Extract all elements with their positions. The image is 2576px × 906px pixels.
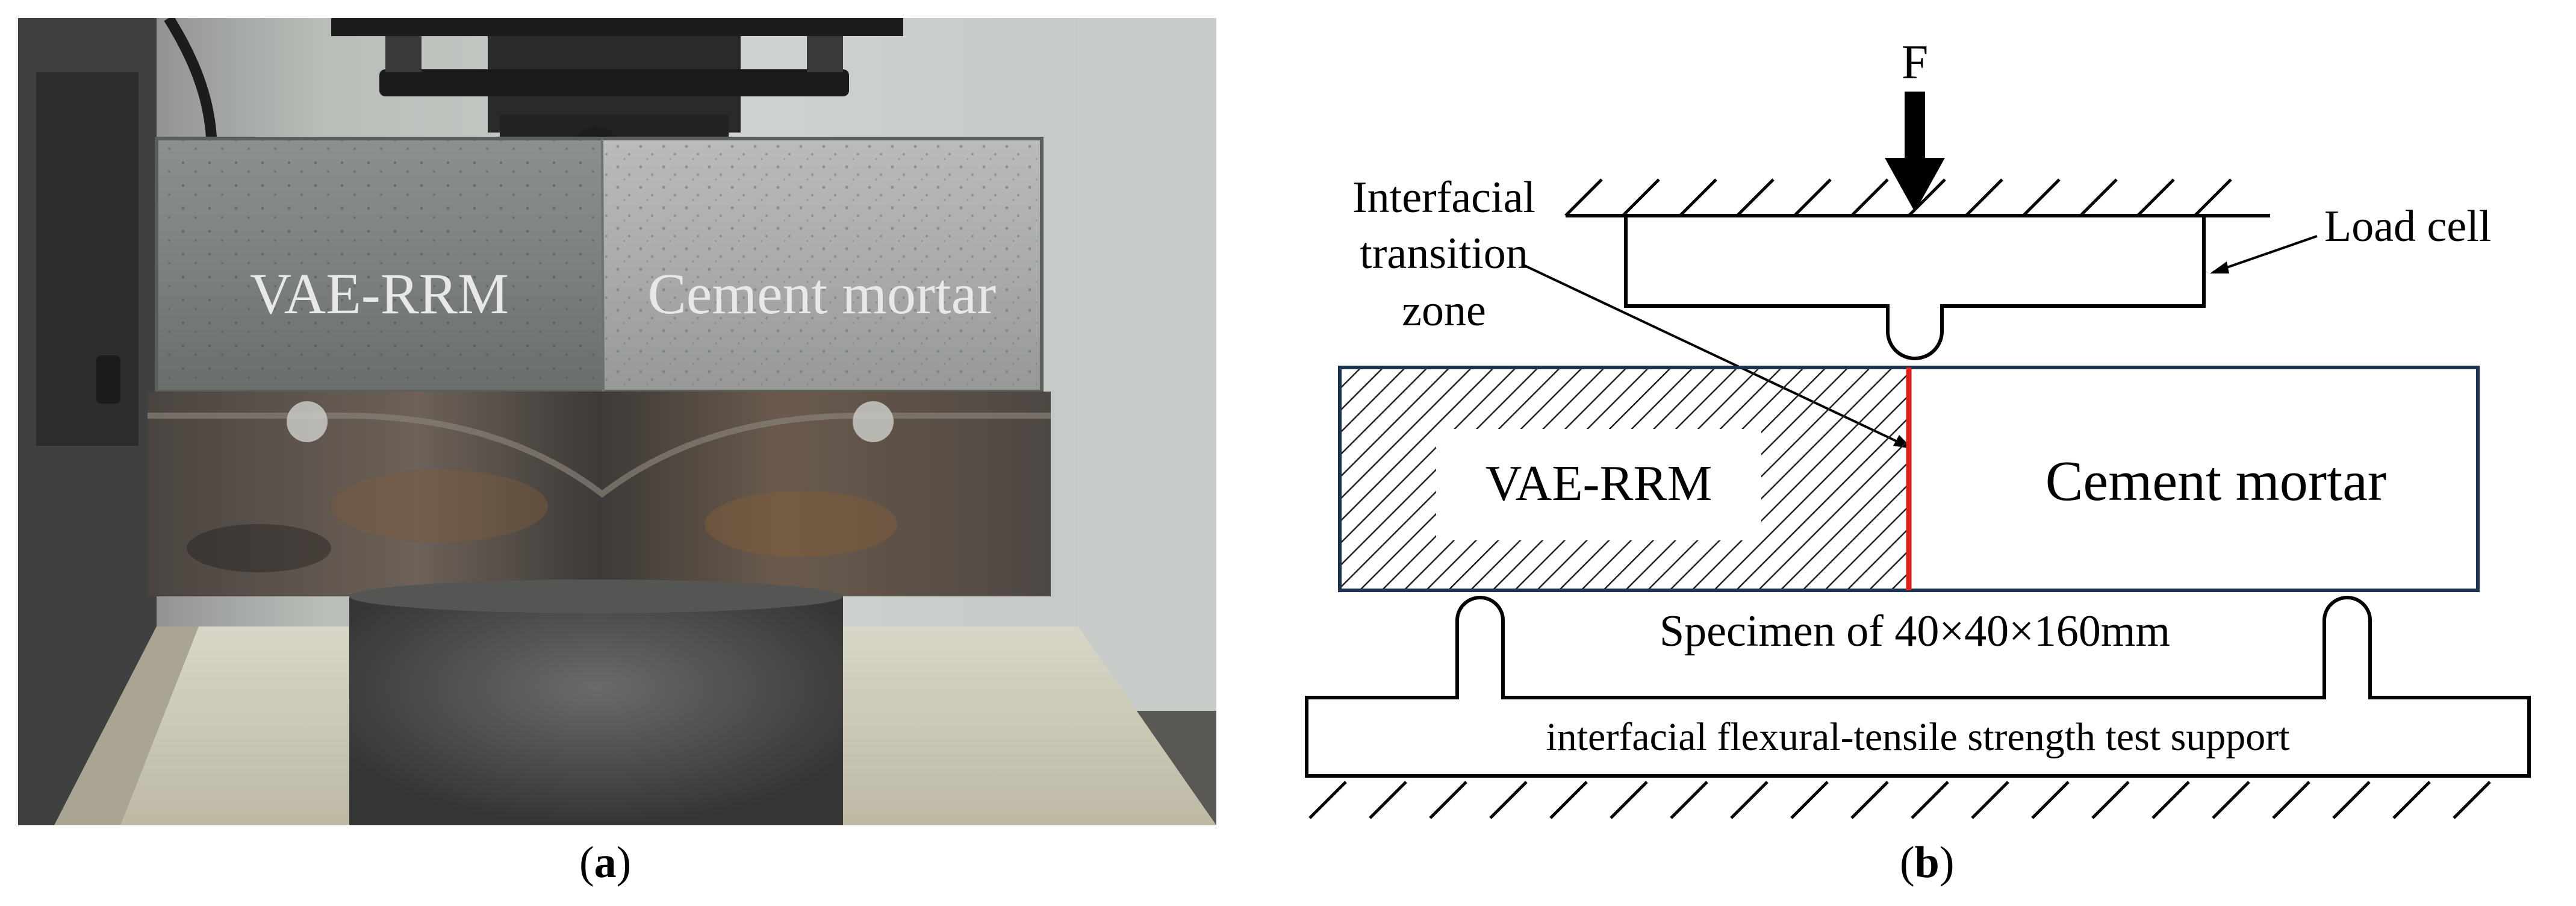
load-cell	[1624, 214, 2206, 360]
itz-label-line2: transition	[1360, 229, 1528, 278]
force-arrow	[1885, 92, 1945, 212]
load-cell-leader	[2212, 235, 2318, 273]
photo-label-cement-mortar: Cement mortar	[648, 261, 997, 326]
right-support-roller	[2322, 596, 2372, 698]
support-label: interfacial flexural-tensile strength te…	[1546, 715, 2289, 759]
photo-label-vae-rrm: VAE-RRM	[250, 261, 509, 326]
left-support-roller	[1455, 596, 1505, 698]
specimen-size-label: Specimen of 40×40×160mm	[1660, 607, 2170, 656]
bottom-fixed-support	[1308, 781, 2491, 819]
support-base	[1305, 694, 2531, 778]
specimen-left-label: VAE-RRM	[1486, 455, 1713, 511]
panel-a-caption: (a)	[579, 838, 632, 887]
panel-a-photo: VAE-RRM Cement mortar	[18, 18, 1216, 825]
specimen-right-label: Cement mortar	[2046, 450, 2386, 513]
itz-label-line1: Interfacial	[1352, 173, 1535, 222]
panel-b-diagram: F	[1305, 36, 2531, 819]
force-label: F	[1902, 36, 1929, 89]
load-cell-label: Load cell	[2324, 202, 2491, 251]
specimen	[1338, 366, 2480, 592]
panel-b-caption: (b)	[1900, 838, 1955, 887]
itz-label-line3: zone	[1402, 286, 1486, 336]
